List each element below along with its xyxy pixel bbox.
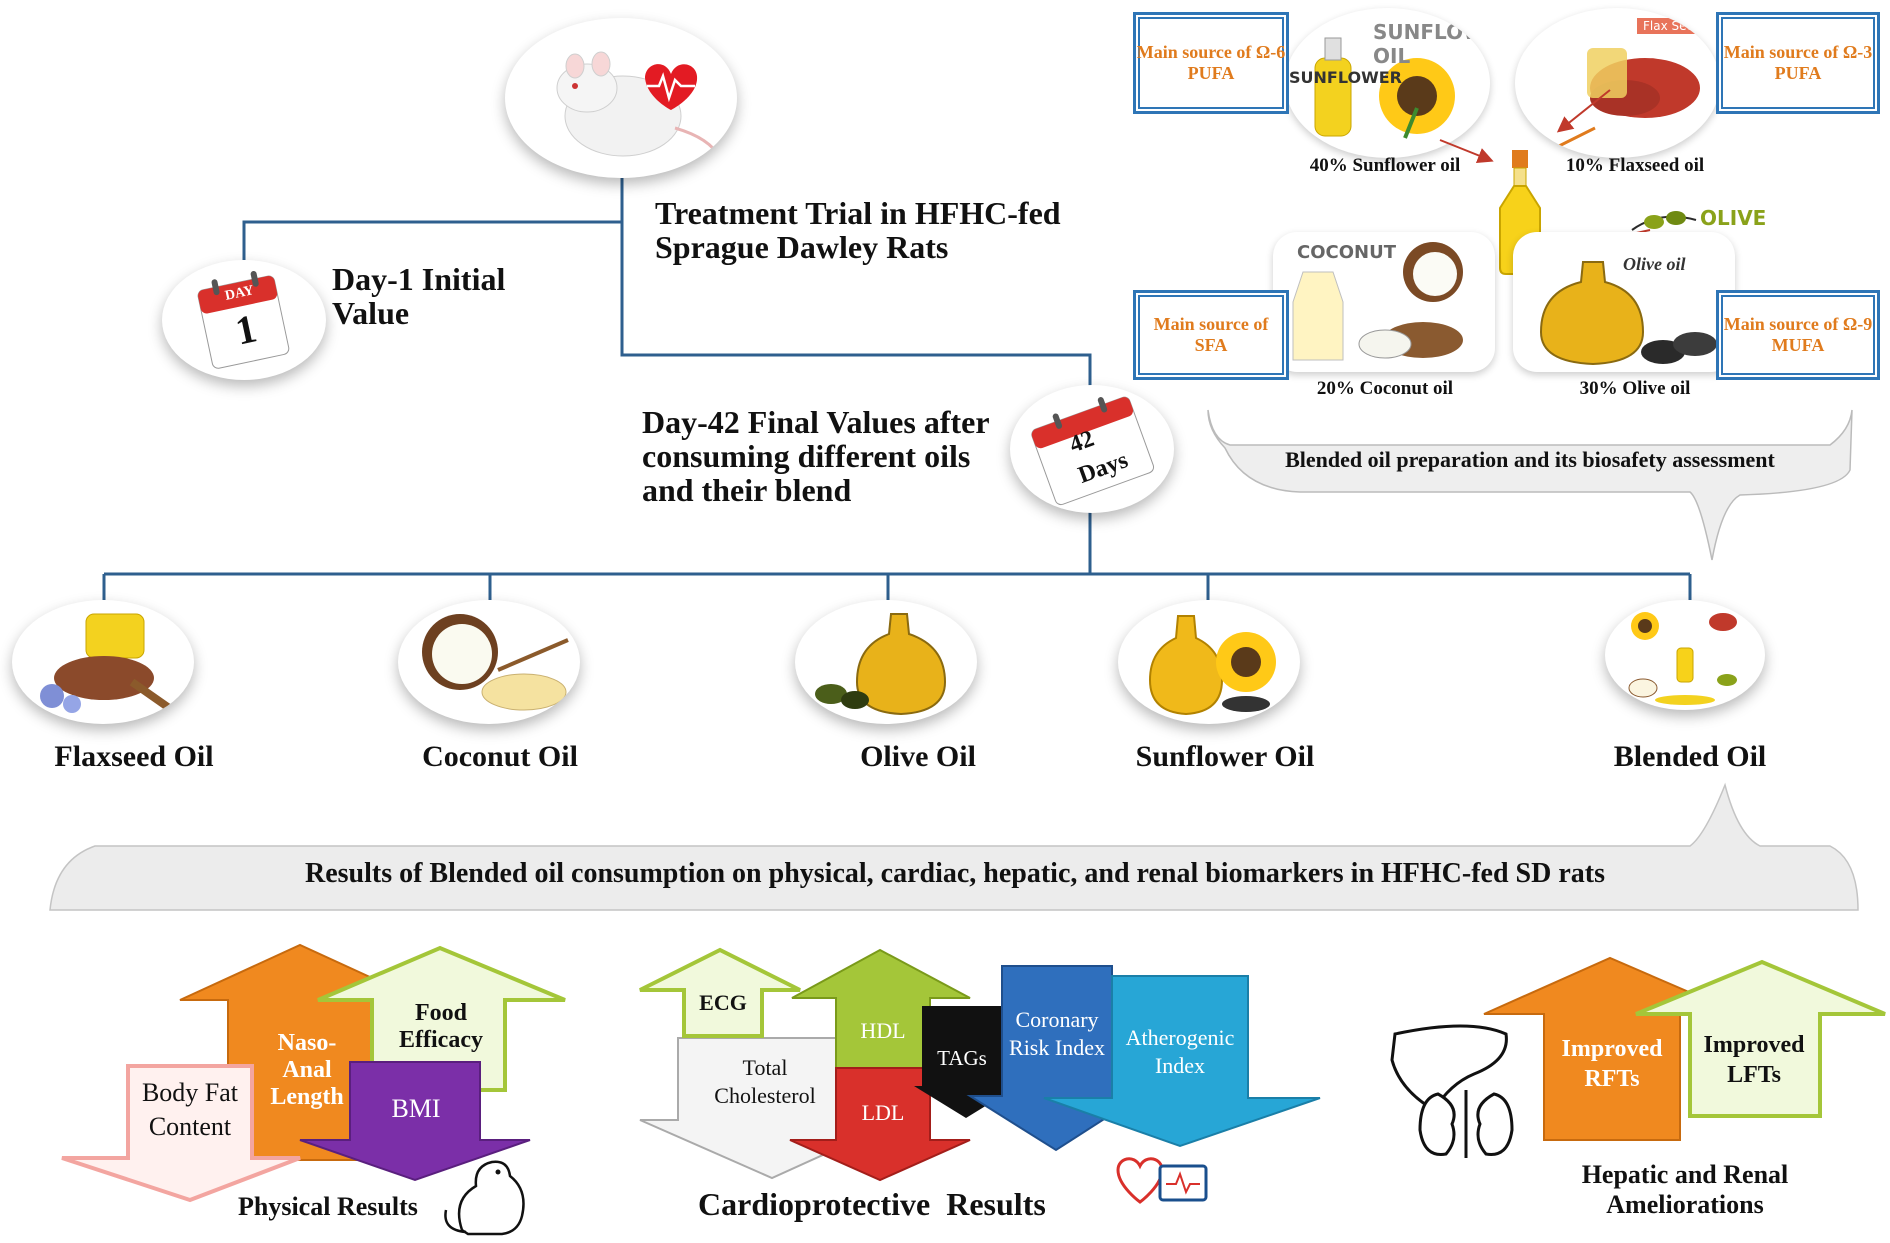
box-omega9: Main source of Ω-9 MUFA: [1716, 290, 1880, 380]
ecg-arrow: [639, 947, 801, 1038]
flax-art-text: Flax Seeds: [1637, 18, 1714, 34]
day42-label: Day-42 Final Values after consuming diff…: [642, 404, 989, 508]
blend-caption: Blended oil preparation and its biosafet…: [1285, 447, 1775, 472]
results-banner-text: Results of Blended oil consumption on ph…: [304, 858, 1605, 889]
lfts-arrow: [1635, 959, 1886, 1118]
coconut-icon: [1292, 242, 1463, 361]
results-banner-bubble: [49, 782, 1859, 911]
body-fat-text: Body Fat Content: [141, 1078, 239, 1141]
flaxseed-oil-icon: [40, 613, 175, 714]
food-efficacy-text: Food Efficacy: [399, 1000, 483, 1053]
sunflower-oil-image: SUNFLOWER OIL SUNFLOWER: [1285, 8, 1490, 158]
tags-text: TAGs: [937, 1046, 987, 1070]
bmi-text: BMI: [391, 1094, 441, 1123]
coconut-oil-circle: [398, 600, 580, 724]
hepatic-renal-title: Hepatic and Renal Ameliorations: [1581, 1160, 1789, 1219]
olive-percent: 30% Olive oil: [1579, 378, 1691, 399]
heart-monitor-icon: [1116, 1157, 1208, 1204]
sunflower-percent: 40% Sunflower oil: [1309, 155, 1461, 176]
coronary-risk-text: Coronary Risk Index: [1009, 1007, 1105, 1060]
oil-label-sunflower: Sunflower Oil: [1135, 740, 1315, 773]
oil-label-olive: Olive Oil: [860, 740, 976, 773]
physical-results-title: Physical Results: [238, 1192, 418, 1221]
liver-icon: [1390, 1024, 1508, 1113]
flaxseed-icon: [1554, 48, 1700, 150]
oil-label-blended: Blended Oil: [1613, 740, 1767, 773]
box-sfa: Main source of SFA: [1133, 290, 1289, 380]
total-cholesterol-text: Total Cholesterol: [714, 1055, 816, 1108]
calendar-42-icon: [1031, 396, 1155, 506]
oil-label-flaxseed: Flaxseed Oil: [54, 740, 214, 773]
blended-oil-circle: [1605, 600, 1765, 710]
hdl-text: HDL: [860, 1018, 906, 1043]
naso-anal-text: Naso- Anal Length: [270, 1030, 344, 1110]
coconut-oil-image: COCONUT: [1273, 232, 1495, 372]
ldl-text: LDL: [861, 1100, 905, 1125]
olive-art-text: OLIVE: [1700, 206, 1767, 230]
calendar-icon: [197, 270, 290, 369]
lfts-text: Improved LFTs: [1703, 1032, 1805, 1088]
rat-image: [505, 18, 737, 178]
flaxseed-oil-image: Flax Seeds: [1515, 8, 1720, 158]
rfts-text: Improved RFTs: [1561, 1036, 1663, 1092]
bmi-arrow: [299, 1061, 531, 1182]
coconut-art-text: COCONUT: [1297, 242, 1396, 263]
olive-icon: [1539, 261, 1717, 366]
flaxseed-percent: 10% Flaxseed oil: [1565, 155, 1705, 176]
box-omega6: Main source of Ω-6 PUFA: [1133, 12, 1289, 114]
coconut-oil-icon: [422, 614, 569, 711]
tags-arrow: [914, 1006, 1018, 1118]
olive-oil-image: Olive oil: [1513, 232, 1735, 372]
atherogenic-text: Atherogenic Index: [1125, 1025, 1235, 1078]
olive-bottle-text: Olive oil: [1623, 254, 1686, 274]
body-fat-arrow: [61, 1064, 301, 1203]
day1-calendar: DAY 1: [162, 260, 326, 380]
olive-oil-jar-icon: [815, 613, 947, 716]
day42-calendar: 42 Days: [1010, 385, 1174, 513]
sunflower-oil-icon: [1148, 615, 1276, 716]
sunflower-oil-circle: [1118, 600, 1300, 724]
cardio-results-title: Cardioprotective Results: [698, 1186, 1046, 1222]
sunflower-art-text: SUNFLOWER OIL: [1373, 20, 1490, 68]
treatment-title: Treatment Trial in HFHC-fed Sprague Dawl…: [655, 195, 1061, 265]
rat-outline-icon: [444, 1160, 525, 1236]
blended-oil-icon: [1628, 612, 1737, 705]
olive-sprig-icon: [1631, 211, 1697, 231]
food-efficacy-arrow: [317, 945, 566, 1092]
coconut-percent: 20% Coconut oil: [1316, 378, 1454, 399]
blend-caption-bubble: [1207, 409, 1853, 561]
box-omega3: Main source of Ω-3 PUFA: [1716, 12, 1880, 114]
olive-oil-circle: [795, 600, 977, 724]
sunflower-bottle-text: SUNFLOWER: [1289, 68, 1402, 87]
atherogenic-arrow: [1043, 975, 1321, 1148]
day1-label: Day-1 Initial Value: [332, 261, 506, 331]
sunflower-icon: [1314, 37, 1455, 139]
flaxseed-oil-circle: [12, 600, 194, 724]
ecg-text: ECG: [699, 990, 747, 1015]
kidney-icon: [1418, 1090, 1514, 1158]
oil-label-coconut: Coconut Oil: [422, 740, 578, 773]
